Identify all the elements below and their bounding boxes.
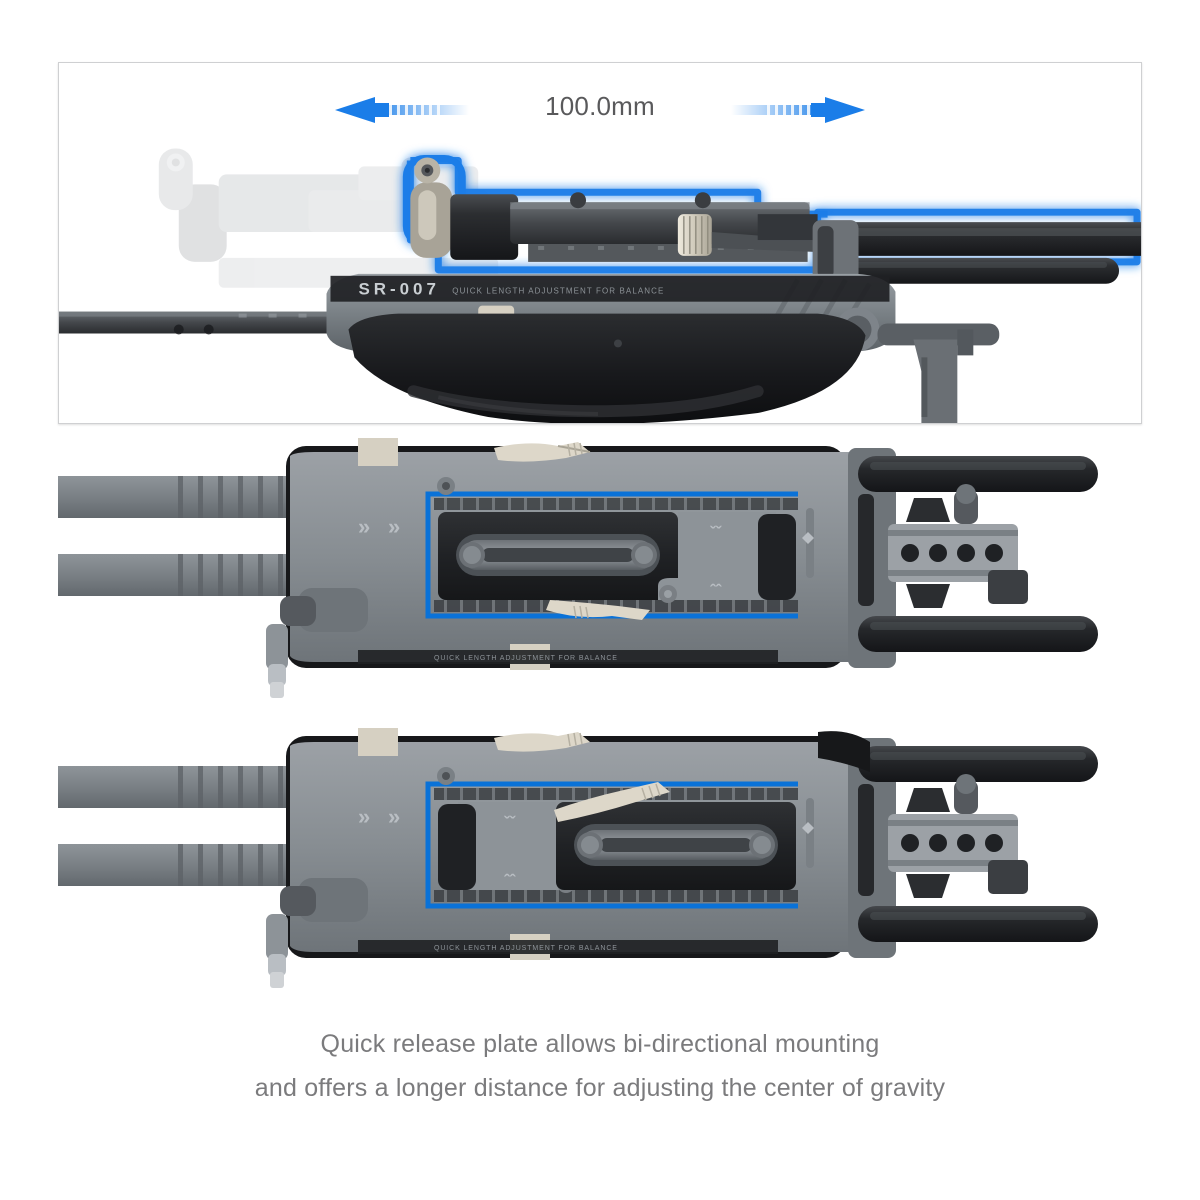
support-rods (812, 220, 1141, 284)
model-name-text: SR-007 (358, 280, 439, 299)
shoulder-rails-left-b (58, 766, 308, 886)
chevron-forward-a: » (358, 514, 370, 539)
quick-release-plate (438, 512, 678, 600)
locking-block-top (358, 438, 398, 466)
thumbscrew-lever-mid-b (554, 782, 670, 822)
quick-release-plate-reversed (556, 802, 796, 890)
thumbscrew-lever-bottom (546, 600, 650, 620)
chevron-forward-b: » (388, 514, 400, 539)
chevron-forward-a-b: » (358, 804, 370, 829)
retract-arrow-left-icon (331, 95, 511, 125)
chevron-down-icon: ˇˇ (710, 523, 723, 542)
chevron-up-icon: ˆˆ (710, 581, 723, 600)
plate-carrier: ˇˇ ˆˆ (658, 512, 796, 603)
top-view-reversed-artwork: » » (58, 728, 1142, 996)
tagline-text-top-a: QUICK LENGTH ADJUSTMENT FOR BALANCE (434, 655, 618, 662)
chevron-up-icon-b: ˆˆ (504, 871, 517, 890)
side-profile-panel: 100.0mm (58, 62, 1142, 424)
caption-line-1: Quick release plate allows bi-directiona… (320, 1030, 880, 1058)
side-profile-artwork: SR-007 QUICK LENGTH ADJUSTMENT FOR BALAN… (59, 63, 1141, 423)
shoulder-pad (348, 313, 866, 423)
caption-line-2: and offers a longer distance for adjusti… (254, 1074, 946, 1102)
plate-carrier-reversed: ˇˇ ˆˆ (438, 802, 576, 893)
left-connector-b (266, 878, 368, 988)
chevron-down-icon-b: ˇˇ (504, 813, 517, 832)
top-view-forward-artwork: » » (58, 438, 1142, 706)
locking-block-top-b (358, 728, 398, 756)
thumbwheel (677, 214, 712, 256)
shoulder-rails-left (58, 476, 308, 596)
thumbscrew-lever-top (494, 442, 591, 462)
tagline-text-top-b: QUICK LENGTH ADJUSTMENT FOR BALANCE (434, 945, 618, 952)
ghost-retracted-assembly (158, 148, 499, 288)
left-connector (266, 588, 368, 698)
extend-arrow-right-icon (689, 95, 869, 125)
rod-mount-section (798, 448, 1098, 668)
chevron-forward-b-b: » (388, 804, 400, 829)
support-arm (877, 323, 1000, 423)
tagline-text: QUICK LENGTH ADJUSTMENT FOR BALANCE (452, 287, 664, 296)
dimension-value: 100.0mm (545, 91, 655, 121)
sliding-top-rail (410, 157, 818, 262)
top-view-panel-reversed: » » (58, 728, 1142, 996)
caption-block: Quick release plate allows bi-directiona… (0, 1022, 1200, 1110)
thumbscrew-lever-top-b (494, 732, 590, 752)
dimension-indicator-row: 100.0mm (59, 81, 1141, 133)
top-view-panel-forward: » » (58, 438, 1142, 706)
rod-mount-section-b (798, 731, 1098, 958)
